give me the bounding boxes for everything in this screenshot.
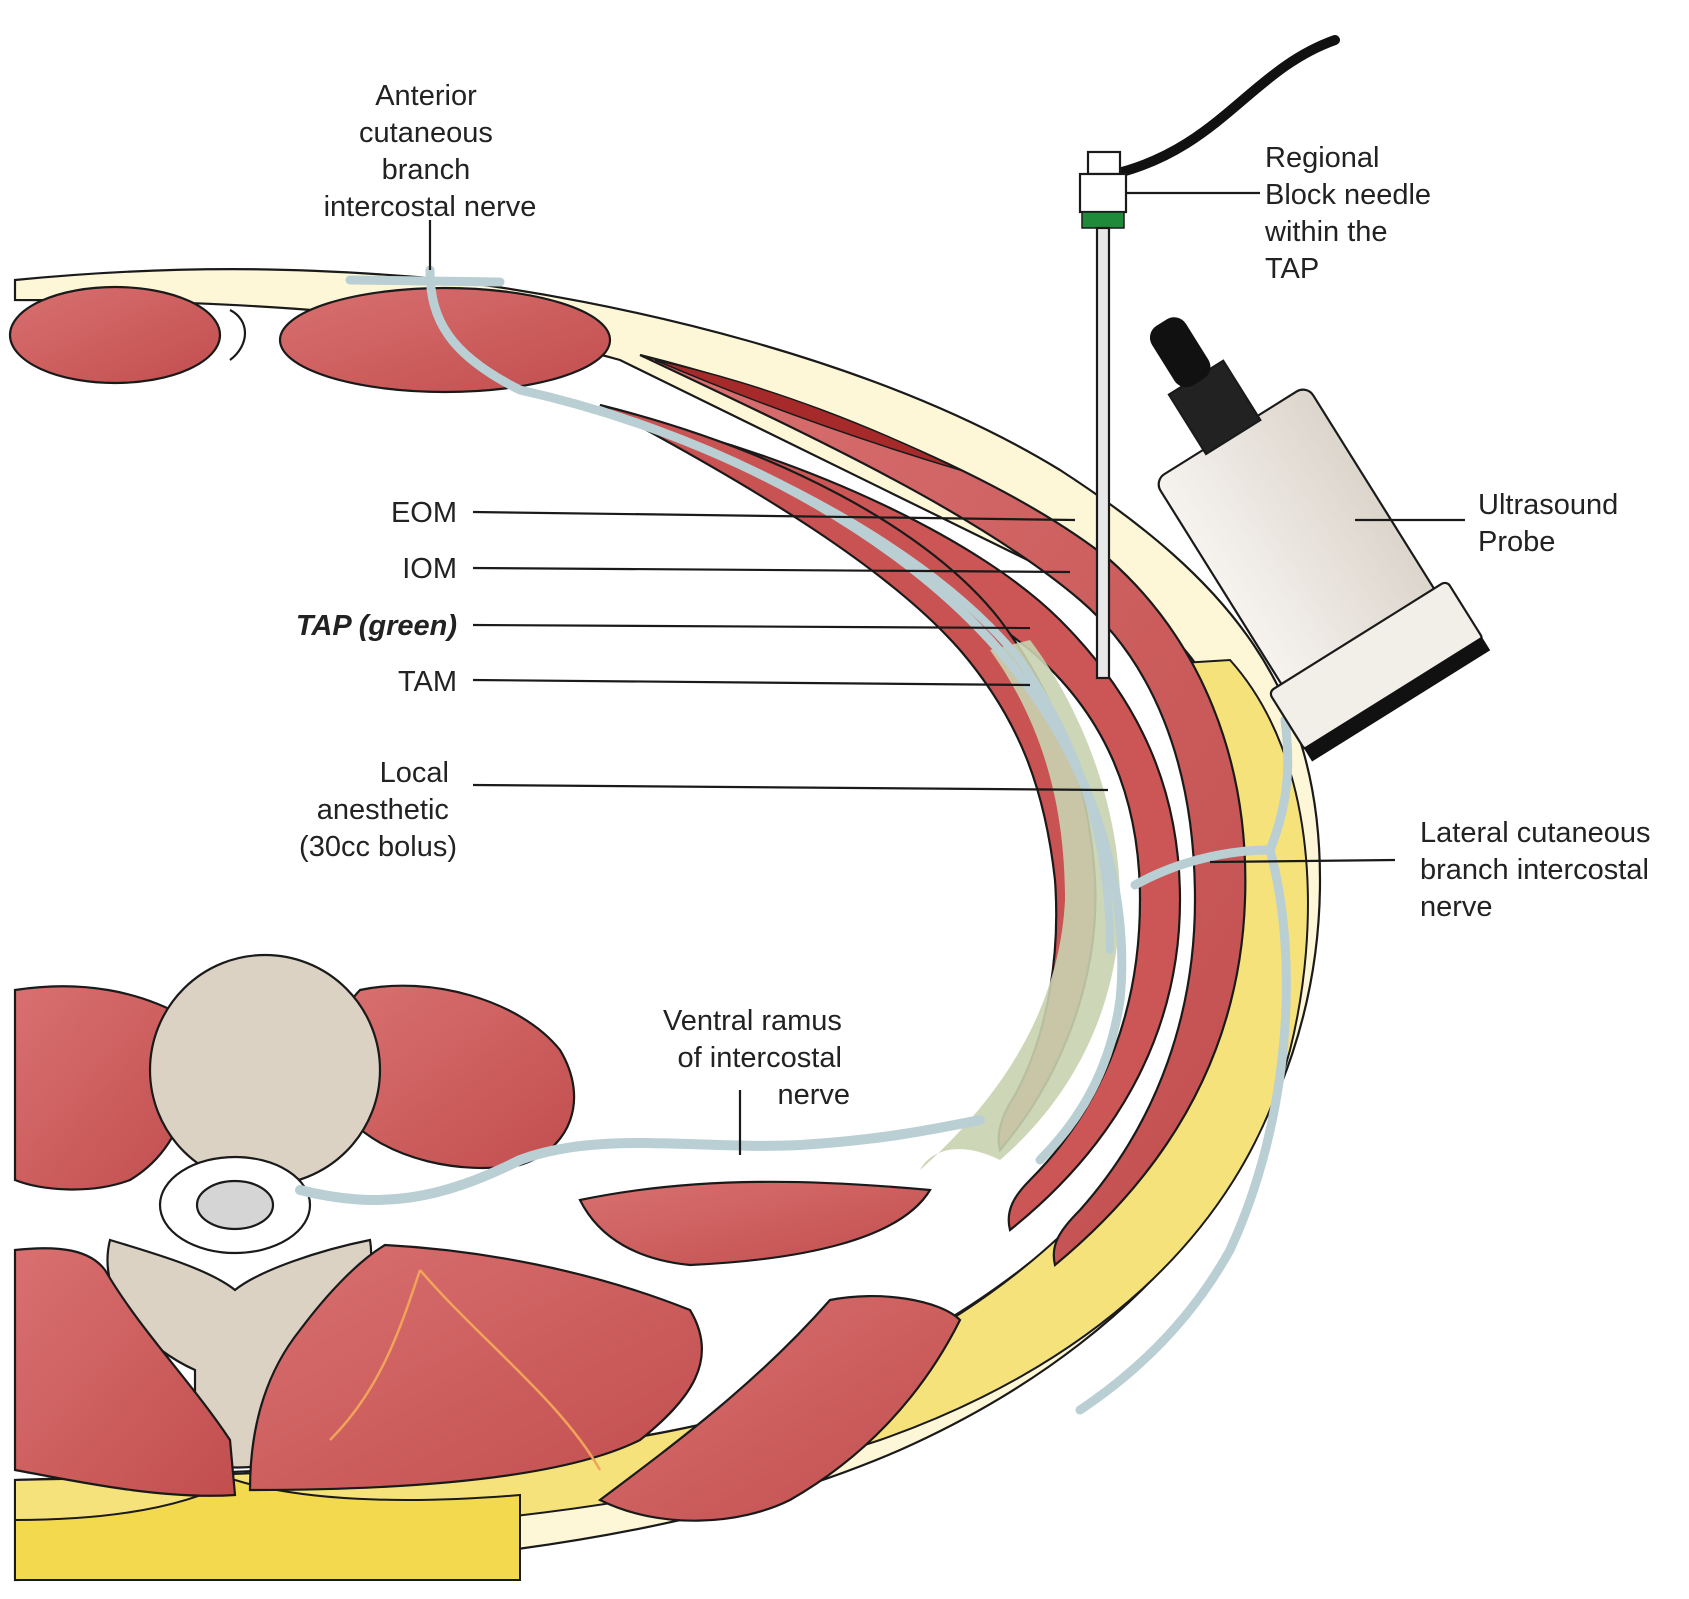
quadratus-lumborum	[578, 1180, 932, 1267]
probe-face	[1303, 636, 1491, 762]
needle-icon	[1078, 35, 1340, 680]
leader-lines	[428, 191, 1465, 1155]
latissimus-muscle	[597, 1294, 962, 1522]
anterior-cutaneous-nerve	[345, 265, 1127, 1165]
label-ultrasound-probe: Ultrasound Probe	[1478, 489, 1626, 558]
erector-spinae-right	[248, 1243, 704, 1492]
label-local-anesthetic: Local anesthetic (30cc bolus)	[299, 757, 457, 863]
needle-hub	[1078, 172, 1128, 214]
leader-eom	[472, 510, 1076, 522]
leader-tam	[472, 678, 1031, 687]
leader-tap	[472, 623, 1031, 630]
linea-alba	[229, 309, 246, 361]
spine-region	[13, 953, 962, 1522]
label-lateral-cutaneous: Lateral cutaneous branch intercostal ner…	[1420, 817, 1659, 923]
ventral-ramus-nerve	[295, 1115, 985, 1205]
rectus-muscles	[8, 285, 612, 394]
labels: Anterior cutaneous branch intercostal ne…	[296, 80, 1659, 1111]
rectus-muscle-right	[278, 286, 612, 394]
spinal-nerve-branch-1	[329, 1269, 422, 1441]
leader-lateral-cutaneous	[1209, 858, 1396, 864]
label-tam: TAM	[398, 666, 457, 698]
label-ventral-ramus: Ventral ramus of intercostal nerve	[663, 1005, 850, 1111]
vertebral-body	[148, 953, 382, 1187]
oblique-tendon-dark	[654, 359, 961, 471]
intercostal-nerves	[295, 265, 1293, 1415]
label-tap: TAP (green)	[296, 610, 457, 642]
spinal-nerve-branch-2	[419, 1269, 602, 1471]
ultrasound-probe-icon	[1149, 317, 1491, 762]
probe-cable	[1149, 317, 1211, 388]
spinal-cord	[195, 1179, 275, 1231]
rectus-muscle-left	[8, 285, 222, 385]
lateral-abdominal-muscles	[599, 353, 1247, 1267]
leader-local-anesthetic	[472, 783, 1109, 792]
label-regional-block-needle: Regional Block needle within the TAP	[1264, 142, 1439, 285]
needle-hub-top	[1086, 150, 1122, 176]
tap-nerve-track	[596, 406, 1114, 954]
label-anterior-cutaneous: Anterior cutaneous branch intercostal ne…	[324, 80, 537, 223]
label-iom: IOM	[402, 553, 457, 585]
needle-shaft	[1095, 226, 1111, 680]
erector-spinae-left	[13, 1247, 237, 1497]
lateral-cutaneous-nerve	[1075, 715, 1293, 1415]
fat-fold	[14, 1478, 521, 1581]
label-eom: EOM	[391, 497, 457, 529]
tap-green-plane	[920, 640, 1120, 1170]
leader-iom	[472, 566, 1071, 574]
needle-hub-green	[1081, 211, 1125, 229]
needle-cable	[1105, 35, 1340, 180]
